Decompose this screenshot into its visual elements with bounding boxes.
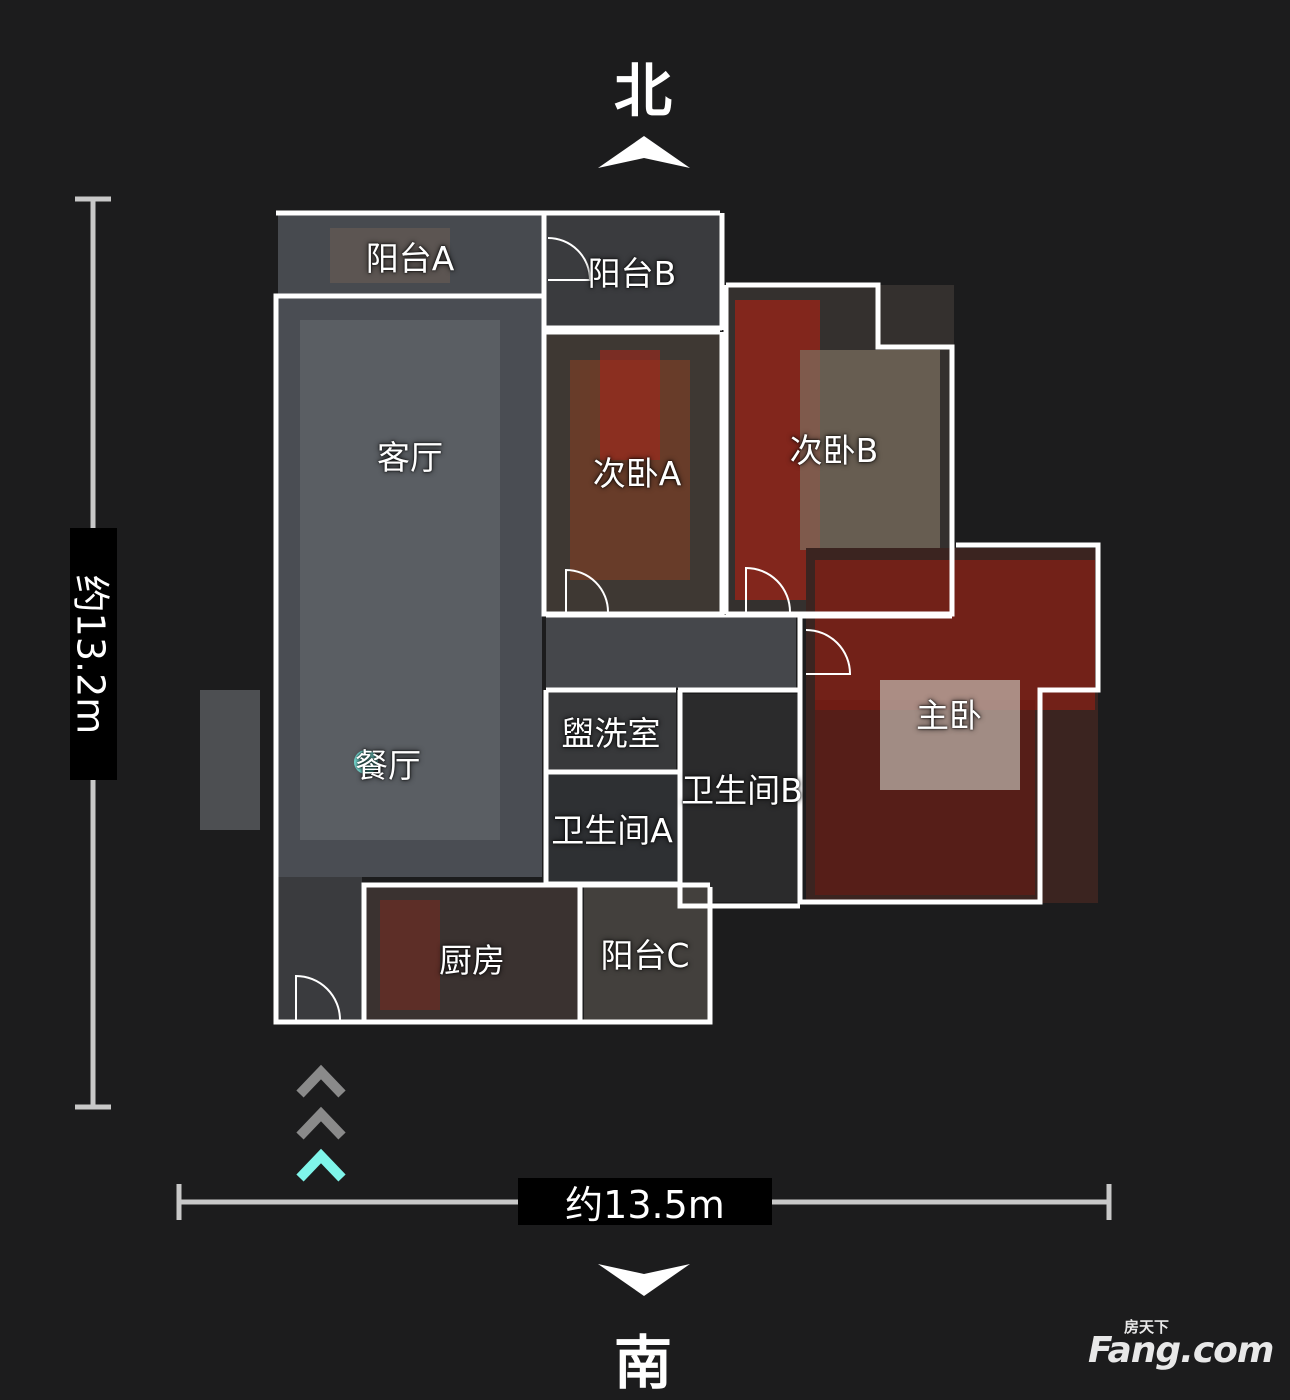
position-marker-icon xyxy=(354,750,378,774)
room-label-washroom: 盥洗室 xyxy=(561,714,661,753)
width-dimension-box: 约13.5m xyxy=(518,1178,772,1227)
door-swings xyxy=(295,237,852,1021)
height-dimension-box: 约13.2m xyxy=(68,528,117,780)
room-label-balcony-c: 阳台C xyxy=(600,936,690,975)
room-label-living-room: 客厅 xyxy=(377,438,443,477)
logo-top-text: 房天下 xyxy=(1124,1318,1170,1336)
room-fills xyxy=(200,215,1098,1022)
width-dimension-label: 约13.5m xyxy=(565,1183,725,1227)
logo-brand-text: Fang.com xyxy=(1088,1330,1274,1371)
entrance-arrows xyxy=(296,1064,346,1182)
room-label-bathroom-a: 卫生间A xyxy=(551,811,673,850)
walls xyxy=(273,210,1101,1025)
room-label-bathroom-b: 卫生间B xyxy=(681,771,803,810)
room-label-kitchen: 厨房 xyxy=(439,941,505,980)
room-label-balcony-a: 阳台A xyxy=(365,239,455,278)
compass-north-label: 北 xyxy=(613,57,672,125)
north-arrow-icon xyxy=(598,136,690,168)
fang-com-logo: 房天下 Fang.com xyxy=(1088,1316,1274,1376)
compass-south-label: 南 xyxy=(613,1329,672,1397)
room-label-bedroom-a: 次卧A xyxy=(592,454,682,493)
room-label-balcony-b: 阳台B xyxy=(587,254,677,293)
south-arrow-icon xyxy=(598,1264,690,1296)
room-label-dining-room: 餐厅 xyxy=(355,746,421,785)
room-label-master-bedroom: 主卧 xyxy=(916,696,982,735)
room-label-bedroom-b: 次卧B xyxy=(789,431,879,470)
